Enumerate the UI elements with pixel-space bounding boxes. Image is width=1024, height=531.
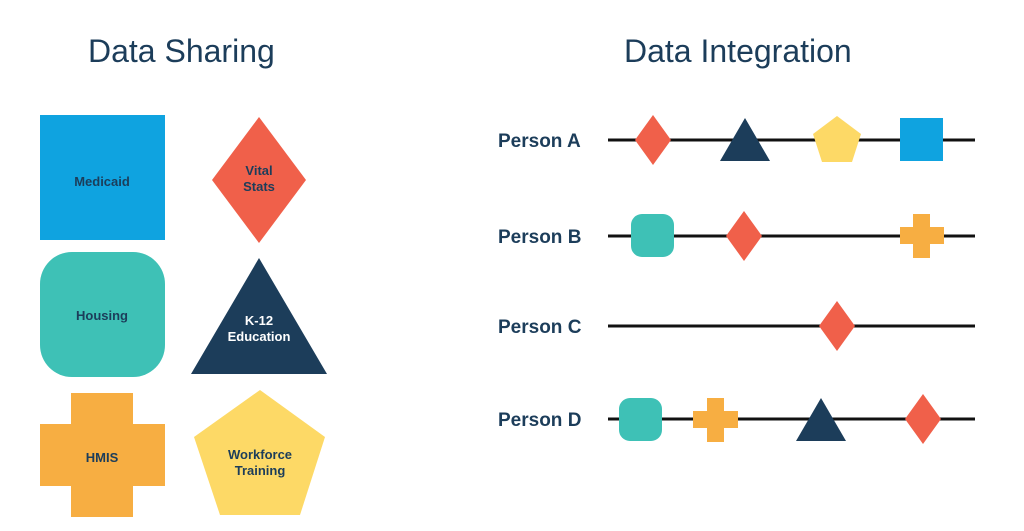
person-label: Person D [498, 410, 581, 431]
diamond-marker [726, 211, 762, 261]
square-shape [40, 115, 165, 240]
source-label-line-2: Stats [243, 179, 275, 194]
pentagon-shape [194, 390, 325, 515]
source-label-line-1: K-12 [245, 313, 273, 328]
source-medicaid: Medicaid [40, 115, 165, 240]
person-row-c: Person C [498, 301, 975, 351]
rounded-square-marker [619, 398, 662, 441]
source-hmis: HMIS [40, 393, 165, 517]
cross-shape [40, 393, 165, 517]
person-label: Person C [498, 317, 582, 338]
source-label: Medicaid [74, 174, 130, 189]
person-row-a: Person A [498, 115, 975, 165]
source-housing: Housing [40, 252, 165, 377]
triangle-shape [191, 258, 327, 374]
triangle-marker [720, 118, 770, 161]
square-marker [900, 118, 943, 161]
source-vital-stats: Vital Stats [212, 117, 306, 243]
triangle-marker [796, 398, 846, 441]
data-sharing-title: Data Sharing [88, 33, 275, 69]
rounded-square-shape [40, 252, 165, 377]
person-label: Person A [498, 131, 581, 152]
person-row-d: Person D [498, 394, 975, 444]
source-label-line-2: Training [235, 463, 286, 478]
source-label: Housing [76, 308, 128, 323]
cross-marker [900, 214, 944, 258]
source-label-line-1: Workforce [228, 447, 292, 462]
diamond-marker [905, 394, 941, 444]
pentagon-marker [813, 116, 861, 162]
source-label: HMIS [86, 450, 119, 465]
source-k12-education: K-12 Education [191, 258, 327, 374]
person-row-b: Person B [498, 211, 975, 261]
source-workforce-training: Workforce Training [194, 390, 325, 515]
source-label-line-1: Vital [245, 163, 272, 178]
cross-marker [693, 398, 738, 442]
diamond-marker [819, 301, 855, 351]
person-label: Person B [498, 227, 581, 248]
diamond-shape [212, 117, 306, 243]
diamond-marker [635, 115, 671, 165]
rounded-square-marker [631, 214, 674, 257]
source-label-line-2: Education [228, 329, 291, 344]
data-integration-title: Data Integration [624, 33, 852, 69]
